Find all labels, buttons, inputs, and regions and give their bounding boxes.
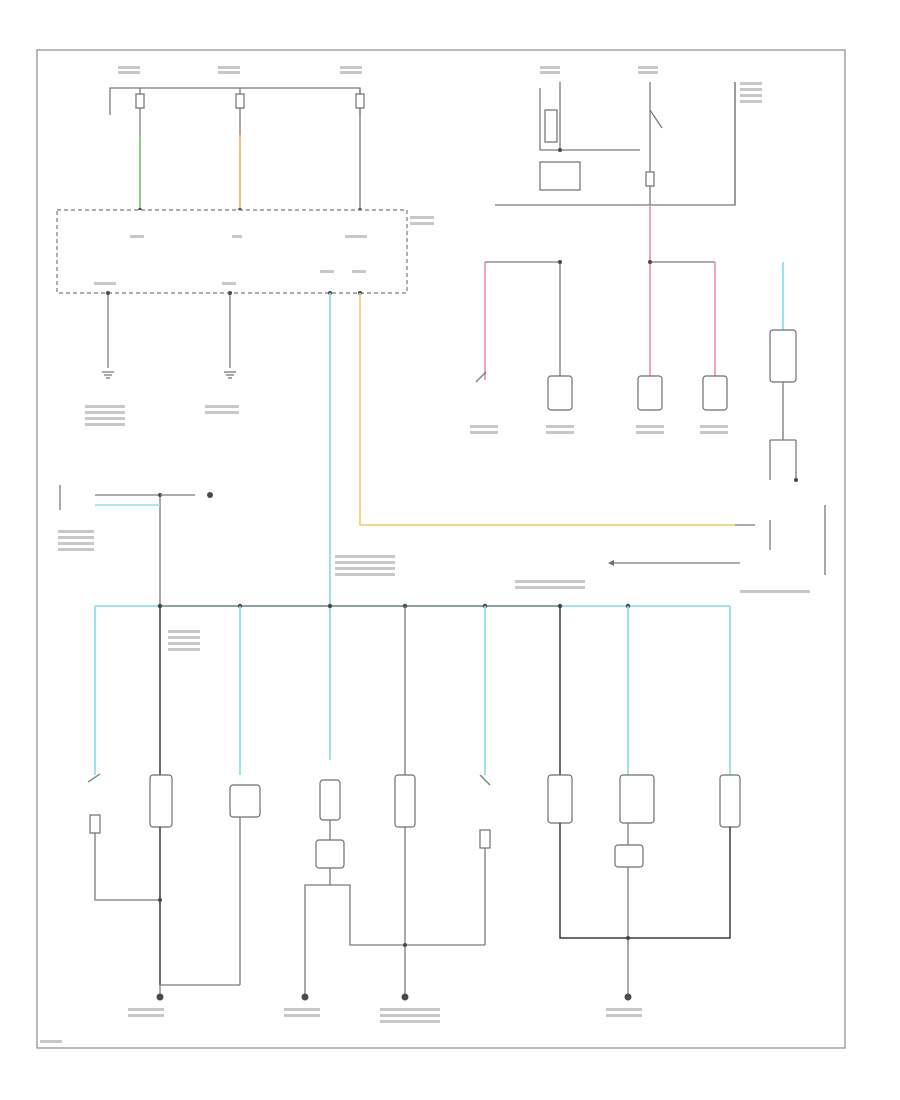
ground-points	[156, 985, 632, 1001]
switch-3	[229, 784, 261, 818]
fuse-feed-group	[109, 87, 365, 212]
switch-1	[89, 814, 101, 834]
switch-2	[149, 774, 173, 828]
switch-5	[394, 774, 416, 828]
ground-point-3	[401, 993, 409, 1001]
switch-7	[547, 774, 573, 824]
bottom-switch-row	[87, 773, 741, 995]
signal-feed-right	[608, 560, 740, 566]
ground-point-1	[156, 993, 164, 1001]
bus-drops	[94, 606, 731, 775]
yellow-signal-wire	[359, 293, 735, 526]
ground-symbol	[224, 371, 236, 379]
cluster-outputs	[102, 291, 362, 379]
switch-4	[319, 779, 341, 821]
ground-point-4	[624, 993, 632, 1001]
ground-symbol	[102, 371, 114, 379]
main-bus	[95, 603, 730, 609]
diagram-frame	[36, 49, 846, 1049]
right-door-module	[769, 262, 826, 575]
door-switch-right-front	[637, 375, 663, 411]
label-blocks	[40, 66, 810, 1043]
switch-contact	[475, 371, 487, 383]
instrument-cluster-box	[56, 209, 408, 294]
switch-9	[719, 774, 741, 828]
switch-8	[619, 774, 655, 824]
door-switch-passenger	[702, 375, 728, 411]
power-distribution-box	[495, 82, 736, 206]
door-switch-left-rear	[547, 375, 573, 411]
switch-6	[479, 829, 491, 849]
ground-point-2	[301, 993, 309, 1001]
left-buckle-switch	[59, 485, 213, 606]
door-switch-group	[475, 205, 728, 411]
